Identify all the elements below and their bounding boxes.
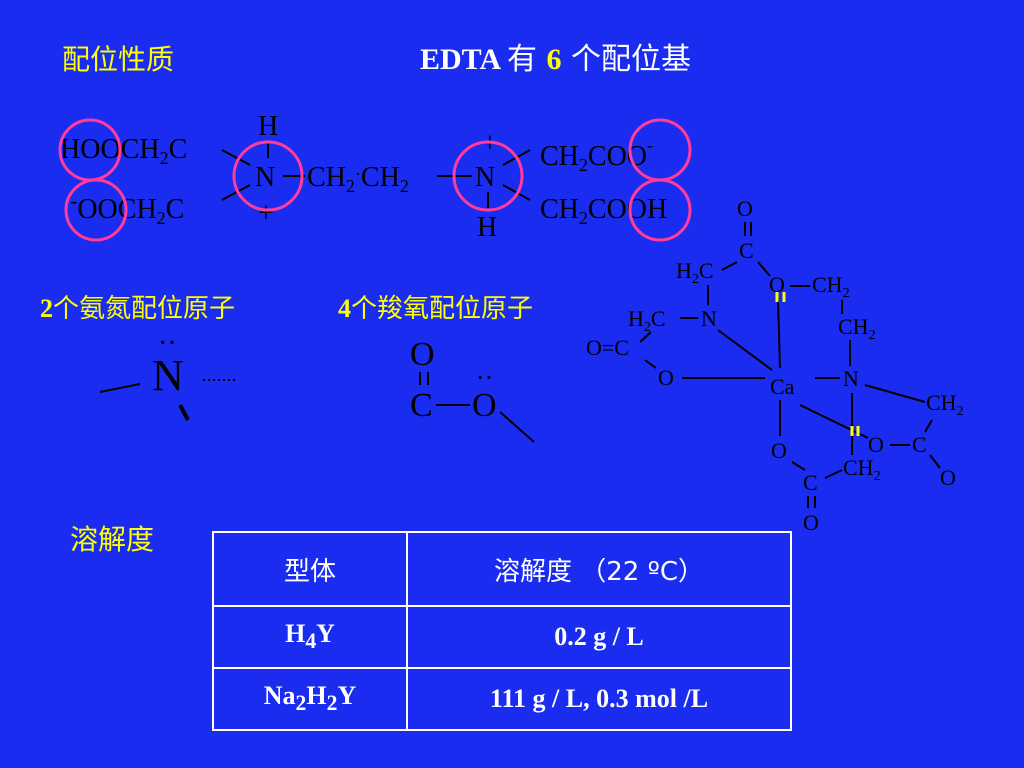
title-cjk-1: 有	[506, 42, 547, 77]
right-bottom-group: CH2COOH	[540, 194, 667, 228]
slide-title: EDTA 有 6 个配位基	[420, 34, 691, 78]
right-nitrogen: N	[475, 162, 495, 193]
svg-text:C: C	[739, 238, 754, 263]
svg-text:O: O	[658, 365, 674, 390]
svg-text:C: C	[803, 470, 818, 495]
solubility-table: 型体 溶解度 （22 ºC） H4Y 0.2 g / L Na2H2Y 111 …	[212, 531, 792, 731]
amine-n-fragment: N ··	[99, 328, 235, 421]
donor-circle-6	[628, 178, 692, 242]
right-n-hydrogen: H	[477, 212, 497, 243]
donor-circle-3	[232, 140, 304, 212]
svg-text:O: O	[737, 196, 753, 221]
header-solubility: 溶解度 （22 ºC）	[406, 531, 792, 607]
donor-circle-4	[452, 140, 524, 212]
svg-text:N: N	[152, 351, 184, 400]
cell-form-na2h2y: Na2H2Y	[212, 667, 408, 731]
table-row: H4Y 0.2 g / L	[212, 605, 792, 669]
cell-solubility-na2h2y: 111 g / L, 0.3 mol /L	[406, 667, 792, 731]
header-form: 型体	[212, 531, 408, 607]
svg-text:CH2: CH2	[926, 390, 964, 419]
table-header-row: 型体 溶解度 （22 ºC）	[212, 531, 792, 607]
n-donor-count: 2	[40, 294, 53, 323]
title-prefix: EDTA	[420, 43, 507, 76]
donor-circle-2	[64, 178, 128, 242]
svg-text:N: N	[701, 306, 717, 331]
o-donor-text: 个羧氧配位原子	[351, 294, 534, 324]
o-donor-label: 4个羧氧配位原子	[338, 288, 533, 325]
o-donor-count: 4	[338, 294, 351, 323]
cell-solubility-h4y: 0.2 g / L	[406, 605, 792, 669]
svg-text:N: N	[843, 366, 859, 391]
svg-text:O: O	[771, 438, 787, 463]
svg-text:C: C	[912, 432, 927, 457]
table-row: Na2H2Y 111 g / L, 0.3 mol /L	[212, 667, 792, 731]
carboxyl-fragment: O C O ··	[410, 336, 535, 443]
right-top-group: CH2COO-	[540, 135, 653, 175]
title-number: 6	[546, 43, 562, 76]
svg-text:C: C	[410, 387, 433, 424]
left-bottom-group: -OOCH2C	[70, 188, 184, 228]
n-donor-label: 2个氨氮配位原子	[40, 288, 235, 325]
section-label-property: 配位性质	[62, 43, 175, 76]
bridge-chain: CH2·CH2	[307, 162, 409, 196]
svg-text:O: O	[472, 387, 497, 424]
svg-text:··: ··	[476, 363, 493, 392]
ca-edta-complex: O C H2C O CH2 H2C N CH2 O=C O Ca N CH2 O…	[586, 196, 964, 535]
svg-text:H2C: H2C	[628, 306, 666, 335]
svg-text:CH2: CH2	[838, 314, 876, 343]
svg-text:O: O	[803, 510, 819, 535]
left-top-group: HOOCH2C	[60, 134, 187, 168]
svg-text:Ca: Ca	[770, 374, 795, 399]
svg-text:··: ··	[158, 328, 177, 359]
svg-text:O=C: O=C	[586, 335, 629, 360]
left-nitrogen: N	[255, 162, 275, 193]
svg-text:CH2: CH2	[812, 272, 850, 301]
left-n-hydrogen: H	[258, 111, 278, 142]
svg-text:H2C: H2C	[676, 258, 714, 287]
section-label-solubility: 溶解度	[70, 523, 155, 556]
svg-text:O: O	[940, 465, 956, 490]
title-cjk-2: 个配位基	[561, 42, 692, 77]
svg-text:O: O	[769, 272, 785, 297]
svg-text:O: O	[868, 432, 884, 457]
svg-text:CH2: CH2	[843, 455, 881, 484]
cell-form-h4y: H4Y	[212, 605, 408, 669]
n-donor-text: 个氨氮配位原子	[53, 294, 236, 324]
left-n-charge: +	[258, 198, 274, 229]
svg-text:O: O	[410, 336, 435, 373]
